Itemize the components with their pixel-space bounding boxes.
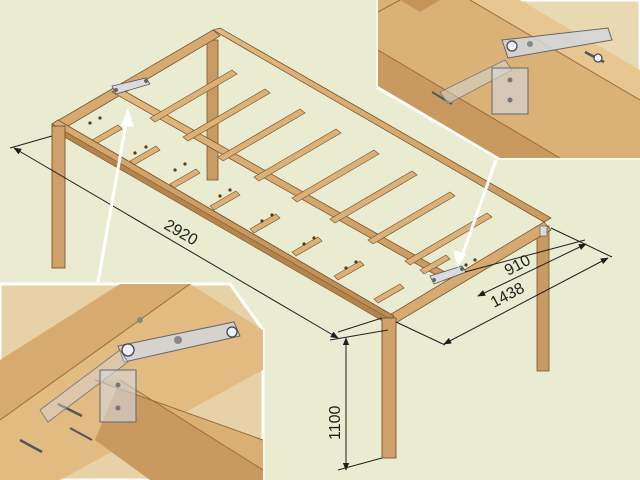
rail-back [211,27,552,223]
detail-inset-bottom-left [0,282,265,480]
hinge-left [111,77,151,95]
dim-line-length [13,147,339,339]
leg-back-right [536,225,550,372]
callout-arrows [96,108,498,283]
dimension-lines [9,135,613,471]
bolt-holes [88,116,477,270]
detail-inset-top-right [376,0,640,160]
dim-label-overall-width: 1438 [488,280,527,312]
dim-label-length: 2920 [161,217,200,250]
leg-front-right [381,317,397,459]
arrow-icon [453,159,498,268]
arrow-icon [96,108,134,283]
leg-back-left [206,39,219,181]
corner-bracket [539,225,548,237]
dim-line-overall-width [443,257,609,345]
dim-label-height: 1100 [327,405,344,440]
leg-front-left [51,125,66,269]
